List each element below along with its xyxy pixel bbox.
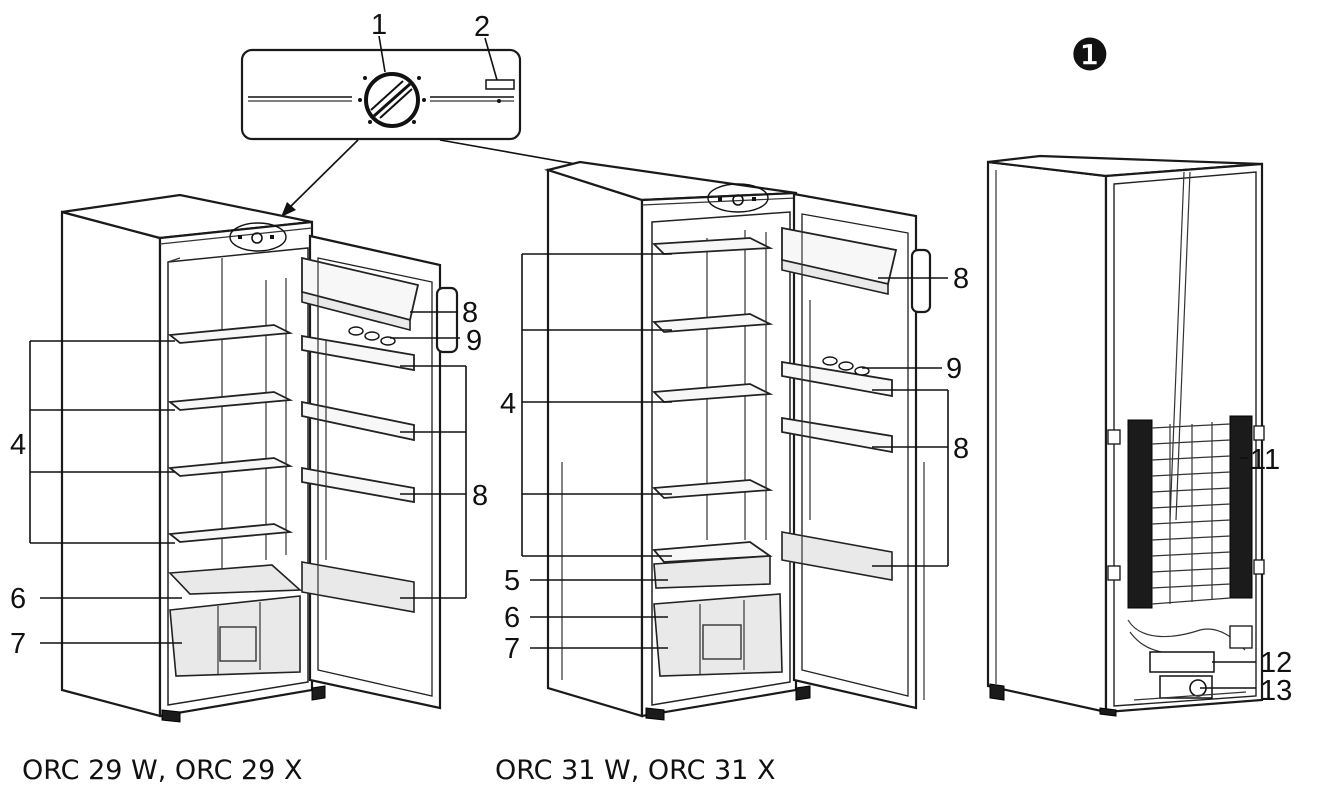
condenser-grid [1151,422,1231,605]
compressor-part [1149,651,1215,673]
callout-right-12: 12 [1260,647,1292,679]
caption-orc31: ORC 31 W, ORC 31 X [495,755,775,786]
callout-left-8a: 8 [462,297,478,329]
callout-mid-8a: 8 [953,263,969,295]
callout-mid-9: 9 [946,353,962,385]
leader-lines [29,253,1256,689]
figure-marker: ❶ [1070,30,1109,81]
fridge-rear-view [986,154,1265,717]
callout-1: 1 [371,9,387,41]
callout-left-4: 4 [10,429,26,461]
fridge-orc29 [60,193,459,723]
callout-left-8b: 8 [472,480,488,512]
callout-right-13: 13 [1260,675,1292,707]
callout-2: 2 [474,11,490,43]
caption-orc29: ORC 29 W, ORC 29 X [22,755,302,786]
callout-mid-6: 6 [504,602,520,634]
callout-mid-7: 7 [504,633,520,665]
callout-mid-4: 4 [500,388,516,420]
callout-right-11: 11 [1250,444,1280,476]
callout-left-6: 6 [10,583,26,615]
fridge-orc31 [543,160,932,721]
callout-left-7: 7 [10,628,26,660]
condenser-side-right [1229,415,1253,599]
control-panel-inset [240,35,704,217]
callout-mid-5: 5 [504,565,520,597]
callout-left-9: 9 [466,325,482,357]
callout-mid-8b: 8 [953,433,969,465]
condenser-side-left [1127,419,1153,609]
indicator-light [485,79,515,90]
